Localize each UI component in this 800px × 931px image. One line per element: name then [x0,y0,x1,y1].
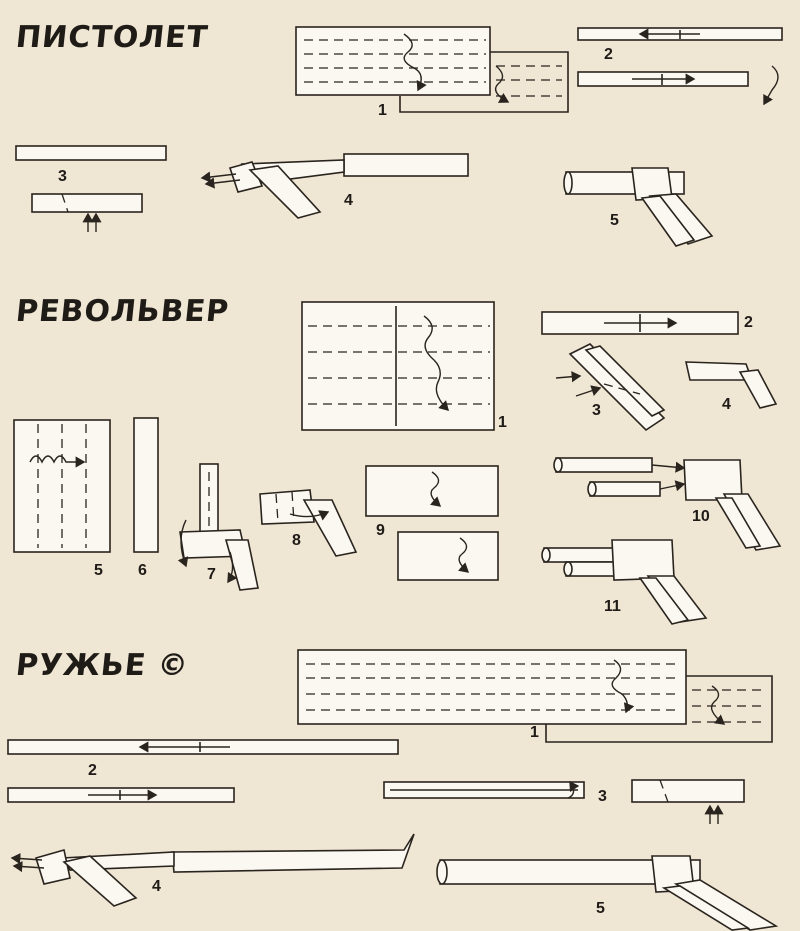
pistol-step4-folding [200,153,469,219]
revolver-step-2: 2 [744,314,753,331]
rifle-step1-sheets [297,649,773,743]
pistol-step5-finished [563,167,714,247]
revolver-step-5: 5 [94,562,103,579]
revolver-step-1: 1 [498,414,507,431]
pistol-step2-strips [577,27,783,106]
pistol-step-1: 1 [378,102,387,119]
rifle-step4-folding [10,833,415,907]
revolver-step11-finished [541,539,708,625]
revolver-step-10: 10 [692,508,710,525]
revolver-step3-fold [555,343,666,432]
rifle-step3-strips [383,779,745,824]
pistol-step-2: 2 [604,46,613,63]
pistol-step1-sheets [295,26,569,113]
revolver-step8-assembly [259,489,358,557]
revolver-step-9: 9 [376,522,385,539]
revolver-step4-shape [684,361,778,409]
revolver-step6-tube [133,417,159,553]
rifle-step-2: 2 [88,762,97,779]
revolver-step-8: 8 [292,532,301,549]
pistol-step3-strips [15,145,167,232]
revolver-step10-assembly [553,457,782,551]
rifle-step-5: 5 [596,900,605,917]
revolver-step7-assembly [177,463,259,591]
revolver-step9-sheets [365,465,499,581]
pistol-step-5: 5 [610,212,619,229]
revolver-step1-sheet [301,301,495,431]
revolver-step-3: 3 [592,402,601,419]
pistol-step-4: 4 [344,192,353,209]
revolver-step2-strip [541,311,739,335]
revolver-step-7: 7 [207,566,216,583]
rifle-step-3: 3 [598,788,607,805]
rifle-step2-strips [7,739,399,803]
revolver-step-11: 11 [604,598,621,615]
revolver-step-4: 4 [722,396,731,413]
rifle-step5-finished [436,855,779,931]
rifle-step-1: 1 [530,724,539,741]
revolver-step-6: 6 [138,562,147,579]
rifle-step-4: 4 [152,878,161,895]
revolver-step5-sheet [13,419,111,553]
pistol-step-3: 3 [58,168,67,185]
